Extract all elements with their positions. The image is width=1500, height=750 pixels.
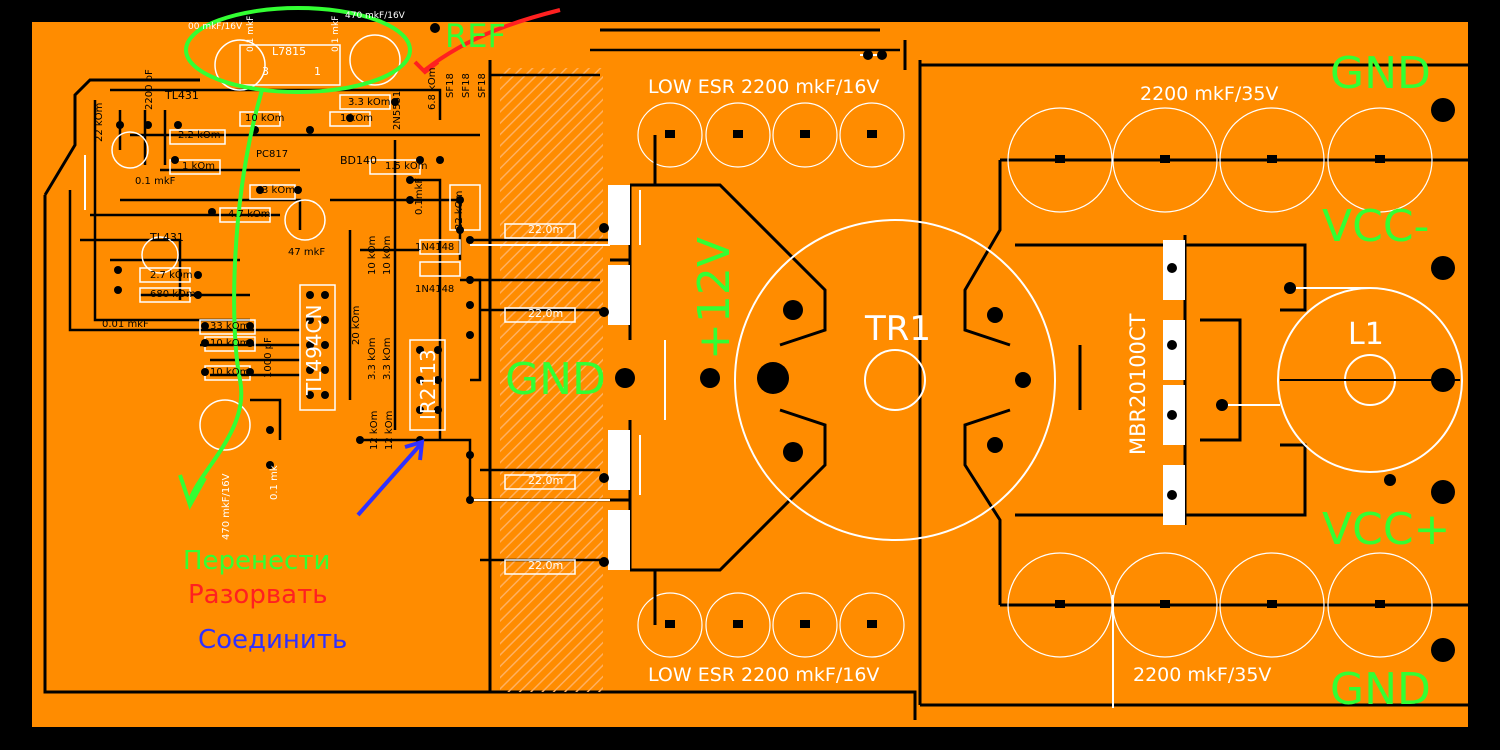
annotation-green-arrowhead [178, 474, 207, 510]
label-2200pf: 2200 pF [144, 69, 155, 110]
label-c-01-top: 0.1 mkF [246, 15, 256, 52]
board-outline-traces [43, 28, 1468, 720]
label-sf18-c: SF18 [477, 73, 488, 98]
label-l1: L1 [1348, 317, 1384, 352]
label-ref: REF [445, 17, 506, 55]
label-1000pf: 1000 pF [263, 337, 274, 378]
label-01-bot: 0.1 mk [269, 465, 280, 500]
label-33k-b: 33 kOm [210, 321, 250, 332]
label-gnd-bottom: GND [1330, 664, 1431, 715]
label-mbr: MBR20100CT [1126, 313, 1150, 455]
label-bd140: BD140 [340, 154, 378, 167]
label-gnd-top: GND [1330, 48, 1431, 99]
transformer-core [864, 349, 926, 411]
label-01mkf-r: 0.1mkF [414, 177, 425, 215]
label-vcc-minus: VCC- [1322, 201, 1430, 252]
annotation-red-arrowhead [413, 60, 440, 75]
label-res-22-4: 22.0m [528, 559, 564, 572]
label-cap-35v-bottom: 2200 mkF/35V [1133, 664, 1272, 686]
annotation-green-curve [188, 89, 264, 501]
label-22k-b: 2.2 kOm [178, 130, 221, 141]
label-vcc-plus: VCC+ [1322, 504, 1451, 555]
label-22k-c: 22 kOm [454, 190, 465, 230]
label-12k-b: 12 kOm [384, 410, 395, 450]
label-1k-a: 1 kOm [340, 113, 373, 124]
label-tr1: TR1 [865, 309, 932, 349]
label-sf18-a: SF18 [445, 73, 456, 98]
hatched-isolation-area [500, 68, 603, 692]
label-10k-v1: 10 kOm [367, 235, 378, 275]
label-22k: 22 kOm [94, 102, 105, 142]
label-680k: 680 kOm [150, 289, 196, 300]
label-tl431-a: TL431 [165, 89, 199, 102]
cap-pads [665, 130, 1385, 628]
label-plus12v: +12V [689, 237, 740, 360]
power-pad-holes [599, 223, 1177, 567]
label-10k-a: 10 kOm [245, 113, 285, 124]
label-sf18-b: SF18 [461, 73, 472, 98]
label-2n5551: 2N5551 [392, 90, 403, 130]
annotation-red-line [423, 8, 561, 72]
annotation-blue-arrowhead [404, 439, 425, 461]
label-low-esr-bottom: LOW ESR 2200 mkF/16V [648, 664, 880, 686]
label-gnd-mid: GND [505, 354, 606, 405]
label-33k-v: 3.3 kOm [367, 337, 378, 381]
label-10k-c: 10 kOm [210, 367, 250, 378]
label-01mkf-left: 0.1 mkF [135, 176, 176, 187]
label-15k: 1.5 kOm [385, 161, 428, 172]
label-20k-v3: 20 kOm [351, 305, 362, 345]
label-10k-b: 10 kOm [210, 338, 250, 349]
label-68k: 6.8 kOm [427, 67, 438, 111]
label-47k: 4.7 kOm [228, 209, 271, 220]
power-pads [608, 185, 1185, 570]
label-c-01-top2: 0.1 mkF [331, 15, 341, 52]
label-1n4148-b: 1N4148 [415, 284, 455, 295]
jumpers [84, 54, 1114, 708]
label-33k-a: 3.3 kOm [348, 97, 391, 108]
legend-connect: Соединить [198, 625, 348, 655]
label-pin1: 1 [314, 65, 321, 78]
legend-move: Перенести [183, 546, 331, 576]
label-c-470-top: 470 mkF/16V [345, 11, 405, 21]
label-1k-b: 1 kOm [182, 161, 215, 172]
label-12k-a: 12 kOm [369, 410, 380, 450]
label-res-22-3: 22.0m [528, 474, 564, 487]
silkscreen-components [111, 34, 576, 575]
annotation-green-ellipse [184, 6, 412, 94]
caps-35v-top [1007, 107, 1433, 213]
output-holes [1216, 98, 1455, 662]
label-tl431-b: TL431 [150, 231, 184, 244]
annotation-blue-line [356, 443, 422, 517]
control-traces [68, 48, 900, 562]
label-pin3: 3 [262, 65, 269, 78]
transformer-pins [615, 300, 1031, 462]
label-c-00-top: 00 mkF/16V [188, 22, 243, 32]
label-27k: 2.7 kOm [150, 270, 193, 281]
label-res-22-1: 22.0m [528, 223, 564, 236]
label-470-bot: 470 mkF/16V [221, 473, 232, 540]
label-001mkf: 0.01 mkF [102, 319, 149, 330]
label-33k-v2: 3.3 kOm [382, 337, 393, 381]
low-esr-caps-bottom [637, 592, 905, 658]
label-ir2113: IR2113 [416, 349, 440, 420]
label-low-esr-top: LOW ESR 2200 mkF/16V [648, 76, 880, 98]
transformer-outline [734, 219, 1056, 541]
label-3k: 3 kOm [262, 185, 295, 196]
label-10k-v2: 10 kOm [382, 235, 393, 275]
control-vias [114, 23, 887, 504]
label-l7815: L7815 [272, 45, 307, 58]
label-47mkf: 47 mkF [288, 247, 326, 258]
label-pc817: PC817 [256, 149, 289, 160]
label-cap-35v-top: 2200 mkF/35V [1140, 83, 1279, 105]
low-esr-caps-top [637, 102, 905, 168]
legend-break: Разорвать [188, 580, 328, 610]
label-tl494: TL494CN [302, 304, 326, 395]
label-1n4148-a: 1N4148 [415, 242, 455, 253]
label-res-22-2: 22.0m [528, 307, 564, 320]
